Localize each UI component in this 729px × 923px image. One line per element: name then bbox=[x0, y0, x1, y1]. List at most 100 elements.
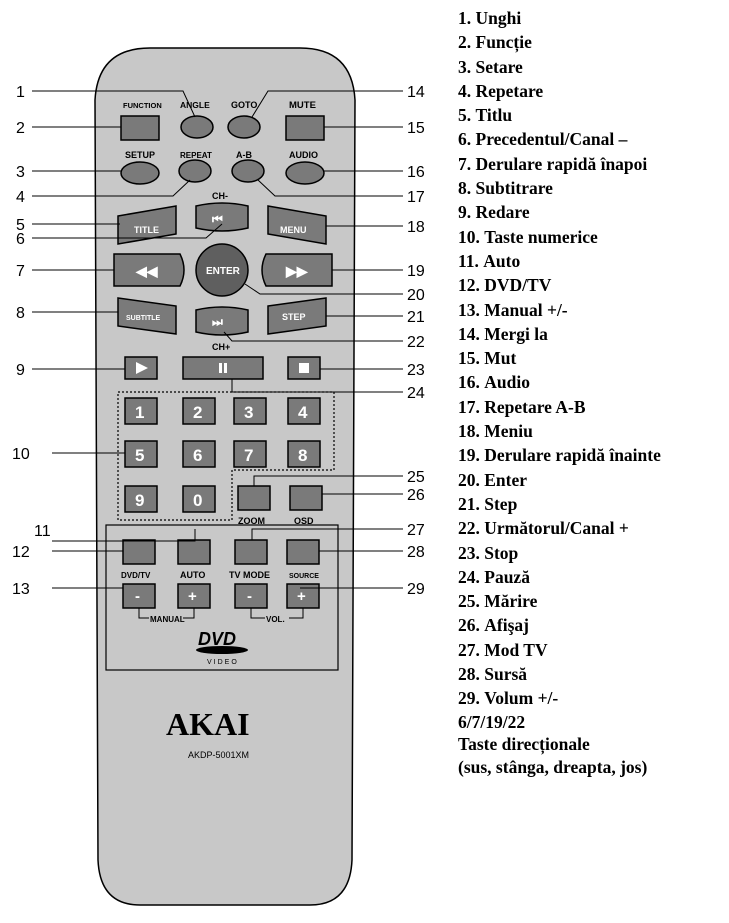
legend-item-number: 24. bbox=[458, 566, 480, 587]
tvmode-button[interactable] bbox=[234, 539, 268, 565]
osd-button[interactable] bbox=[289, 485, 323, 511]
digit-key-8[interactable] bbox=[287, 440, 321, 468]
repeat-button[interactable] bbox=[178, 159, 212, 183]
digit-key-0[interactable] bbox=[182, 485, 216, 513]
legend-item-number: 20. bbox=[458, 469, 480, 490]
source-button[interactable] bbox=[286, 539, 320, 565]
minus-glyph: - bbox=[247, 588, 252, 605]
legend-item: 10. Taste numerice bbox=[458, 225, 728, 249]
digit-key-6[interactable] bbox=[182, 440, 216, 468]
legend-item-number: 8. bbox=[458, 178, 472, 199]
subtitle-button[interactable] bbox=[117, 297, 177, 335]
legend-item-text: Următorul/Canal + bbox=[484, 518, 629, 539]
legend-item-number: 12. bbox=[458, 275, 480, 296]
ab-label: A-B bbox=[236, 150, 252, 160]
callout-11: 11 bbox=[34, 523, 51, 540]
legend-note-note-keys: 6/7/19/22 bbox=[458, 711, 526, 732]
digit-key-9[interactable] bbox=[124, 485, 158, 513]
legend-item-number: 17. bbox=[458, 396, 480, 417]
legend-item: 9. Redare bbox=[458, 200, 728, 224]
model-label: AKDP-5001XM bbox=[188, 750, 249, 760]
legend-item-text: Setare bbox=[475, 56, 523, 77]
dvdtv-button[interactable] bbox=[122, 539, 156, 565]
up-prev-button[interactable] bbox=[195, 202, 249, 232]
tvmode-label: TV MODE bbox=[229, 570, 270, 580]
callout-14: 14 bbox=[407, 84, 425, 101]
legend-item: 6. Precedentul/Canal – bbox=[458, 127, 728, 151]
digit-key-4[interactable] bbox=[287, 397, 321, 425]
legend-item-text: Subtitrare bbox=[475, 178, 553, 199]
goto-button[interactable] bbox=[227, 115, 261, 139]
prev-icon: ⏮ bbox=[212, 212, 223, 226]
legend-item-text: Manual +/- bbox=[484, 299, 568, 320]
manual-plus-button[interactable] bbox=[177, 583, 211, 609]
function-button[interactable] bbox=[120, 115, 160, 141]
legend-item-text: Derulare rapidă înainte bbox=[484, 445, 661, 466]
legend-item: 17. Repetare A-B bbox=[458, 395, 728, 419]
source-label: SOURCE bbox=[289, 573, 319, 580]
digit-key-3[interactable] bbox=[233, 397, 267, 425]
legend-item: 29. Volum +/- bbox=[458, 686, 728, 710]
callout-10: 10 bbox=[12, 446, 30, 463]
auto-button[interactable] bbox=[177, 539, 211, 565]
digit-key-1[interactable] bbox=[124, 397, 158, 425]
title-button[interactable] bbox=[117, 205, 177, 245]
enter-label: ENTER bbox=[206, 266, 241, 277]
callout-lines-right bbox=[223, 90, 403, 589]
digit-label: 1 bbox=[135, 403, 144, 422]
digit-key-7[interactable] bbox=[233, 440, 267, 468]
digit-key-5[interactable] bbox=[124, 440, 158, 468]
audio-button[interactable] bbox=[285, 161, 325, 185]
callout-27: 27 bbox=[407, 522, 425, 539]
title-button-label: TITLE bbox=[134, 225, 159, 235]
right-forward-button[interactable] bbox=[261, 253, 333, 287]
auto-label: AUTO bbox=[180, 570, 205, 580]
setup-button[interactable] bbox=[120, 161, 160, 185]
legend-item-text: Mod TV bbox=[484, 639, 548, 660]
step-button[interactable] bbox=[267, 297, 327, 335]
setup-label: SETUP bbox=[125, 150, 155, 160]
forward-icon: ▶▶ bbox=[285, 263, 309, 279]
legend-item-number: 16. bbox=[458, 372, 480, 393]
legend-item: 20. Enter bbox=[458, 468, 728, 492]
menu-button[interactable] bbox=[267, 205, 327, 245]
legend-item-text: Pauză bbox=[484, 566, 530, 587]
legend-item-text: Sursă bbox=[484, 664, 528, 685]
legend-item: 23. Stop bbox=[458, 541, 728, 565]
digit-label: 4 bbox=[298, 403, 308, 422]
left-rewind-button[interactable] bbox=[113, 253, 185, 287]
ab-button[interactable] bbox=[231, 159, 265, 183]
down-next-button[interactable] bbox=[195, 306, 249, 336]
zoom-button[interactable] bbox=[237, 485, 271, 511]
digit-key-2[interactable] bbox=[182, 397, 216, 425]
enter-button[interactable] bbox=[195, 243, 249, 297]
pause-button[interactable] bbox=[182, 356, 264, 380]
legend-item-number: 14. bbox=[458, 323, 480, 344]
mute-button[interactable] bbox=[285, 115, 325, 141]
callout-3: 3 bbox=[16, 164, 25, 181]
legend-item: 19. Derulare rapidă înainte bbox=[458, 443, 728, 467]
ch-plus-label: CH+ bbox=[212, 342, 230, 352]
callout-8: 8 bbox=[16, 305, 25, 322]
legend-item-text: Enter bbox=[484, 469, 528, 490]
menu-button-label: MENU bbox=[280, 225, 307, 235]
manual-label-bg bbox=[149, 613, 183, 623]
legend-item-number: 5. bbox=[458, 105, 472, 126]
callout-25: 25 bbox=[407, 469, 425, 486]
legend-item-text: Precedentul/Canal – bbox=[475, 129, 628, 150]
legend-item-text: Taste numerice bbox=[484, 226, 598, 247]
angle-button[interactable] bbox=[180, 115, 214, 139]
legend-item-number: 13. bbox=[458, 299, 480, 320]
callout-26: 26 bbox=[407, 487, 425, 504]
plus-glyph: + bbox=[188, 588, 197, 605]
vol-minus-button[interactable] bbox=[234, 583, 268, 609]
callout-7: 7 bbox=[16, 263, 25, 280]
manual-minus-button[interactable] bbox=[122, 583, 156, 609]
legend-item: 12. DVD/TV bbox=[458, 273, 728, 297]
legend-item: 1. Unghi bbox=[458, 6, 728, 30]
vol-label-bg bbox=[265, 613, 289, 623]
rewind-icon: ◀◀ bbox=[135, 263, 158, 279]
legend-item-number: 2. bbox=[458, 32, 472, 53]
callout-13: 13 bbox=[12, 581, 30, 598]
